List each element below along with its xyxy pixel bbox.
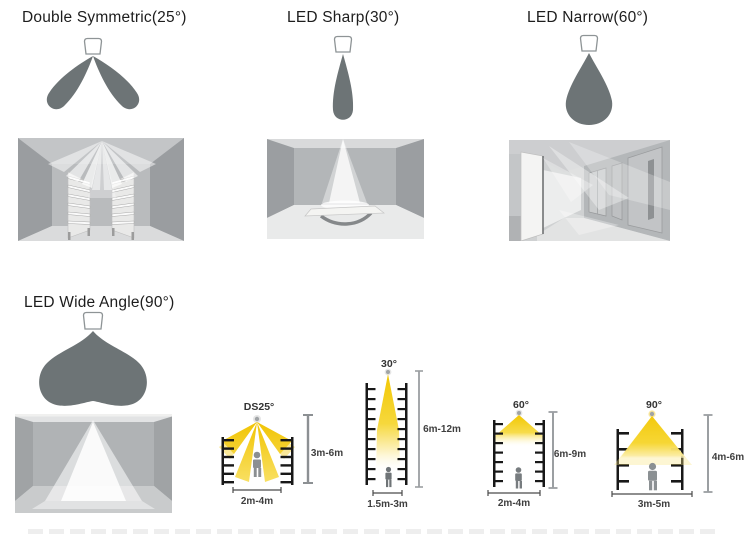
height-range-text: 6m-9m [554,449,586,460]
height-range-text: 6m-12m [423,424,461,435]
width-dimension [487,490,541,496]
spacing-range-text: 2m-4m [241,496,273,507]
spacing-range-text: 2m-4m [498,498,530,509]
narrow-beam-shape [565,53,613,125]
person-icon [385,466,392,488]
person-icon [515,467,522,489]
room-illustration-narrow-cone-table [267,139,424,239]
room-illustration-wide-cone [15,414,172,513]
fixture-icon [515,409,523,417]
height-range-text: 4m-6m [712,452,744,463]
spacing-range-text: 1.5m-3m [367,499,408,510]
light-rays [48,141,156,198]
mounting-diagram-60: 60° 6m-9m 2m-4m [487,399,586,509]
double-symmetric-beam-icon [46,37,140,110]
width-dimension [611,491,693,497]
panel-title-led-sharp: LED Sharp(30°) [287,9,400,26]
sharp-beam-shape [332,54,354,120]
led-narrow-beam-icon [565,34,613,125]
panel-title-led-wide-angle: LED Wide Angle(90°) [24,294,175,311]
fixture-icon [384,368,392,376]
left-pillar [509,151,544,241]
corridor-doors [588,146,663,234]
panel-title-double-symmetric: Double Symmetric(25°) [22,9,187,26]
fixture-icon [648,410,656,418]
height-dimension [415,370,423,488]
wide-beam-shape [39,331,147,406]
mounting-diagram-30: 30° 6m-12m [365,358,461,510]
beam-cone [495,415,543,447]
height-dimension [548,411,558,489]
width-dimension [232,487,282,493]
room-illustration-corridor [509,140,670,241]
lamp-icon [333,35,353,53]
rack-right [280,437,294,485]
light-rays [543,142,670,235]
height-range-text: 3m-6m [311,448,343,459]
width-dimension [372,490,403,496]
fixture-icon [253,415,261,423]
panel-title-led-narrow: LED Narrow(60°) [527,9,649,26]
lamp-icon [579,34,599,52]
rack-left [616,429,629,490]
light-cone [32,420,155,509]
beam-cone [614,416,692,465]
rack-left [365,383,376,485]
diagram-label: 30° [381,358,397,370]
lamp-icon [82,311,104,330]
diagram-label: 60° [513,399,529,411]
person-icon [648,462,657,491]
rack-right [535,420,545,487]
led-wide-beam-icon [39,311,147,406]
double-beam-shape [46,56,140,110]
rack-left [493,420,503,487]
rack-left [221,437,234,485]
rack-right [397,383,408,485]
mounting-diagram-ds25: DS25° 3m-6m [219,401,343,507]
mounting-diagram-90: 90° 4m-6m 3m-5m [611,399,744,510]
spacing-range-text: 3m-5m [638,499,670,510]
person-icon [253,451,262,477]
diagram-label: DS25° [244,401,274,413]
beam-cone [376,374,400,473]
height-dimension [303,414,313,484]
table [304,205,385,226]
diagram-label: 90° [646,399,662,411]
room-illustration-shelving-aisle [18,138,184,241]
lamp-icon [83,37,103,55]
cropped-text-strip [28,529,716,534]
height-dimension [703,414,713,493]
led-sharp-beam-icon [332,35,354,120]
